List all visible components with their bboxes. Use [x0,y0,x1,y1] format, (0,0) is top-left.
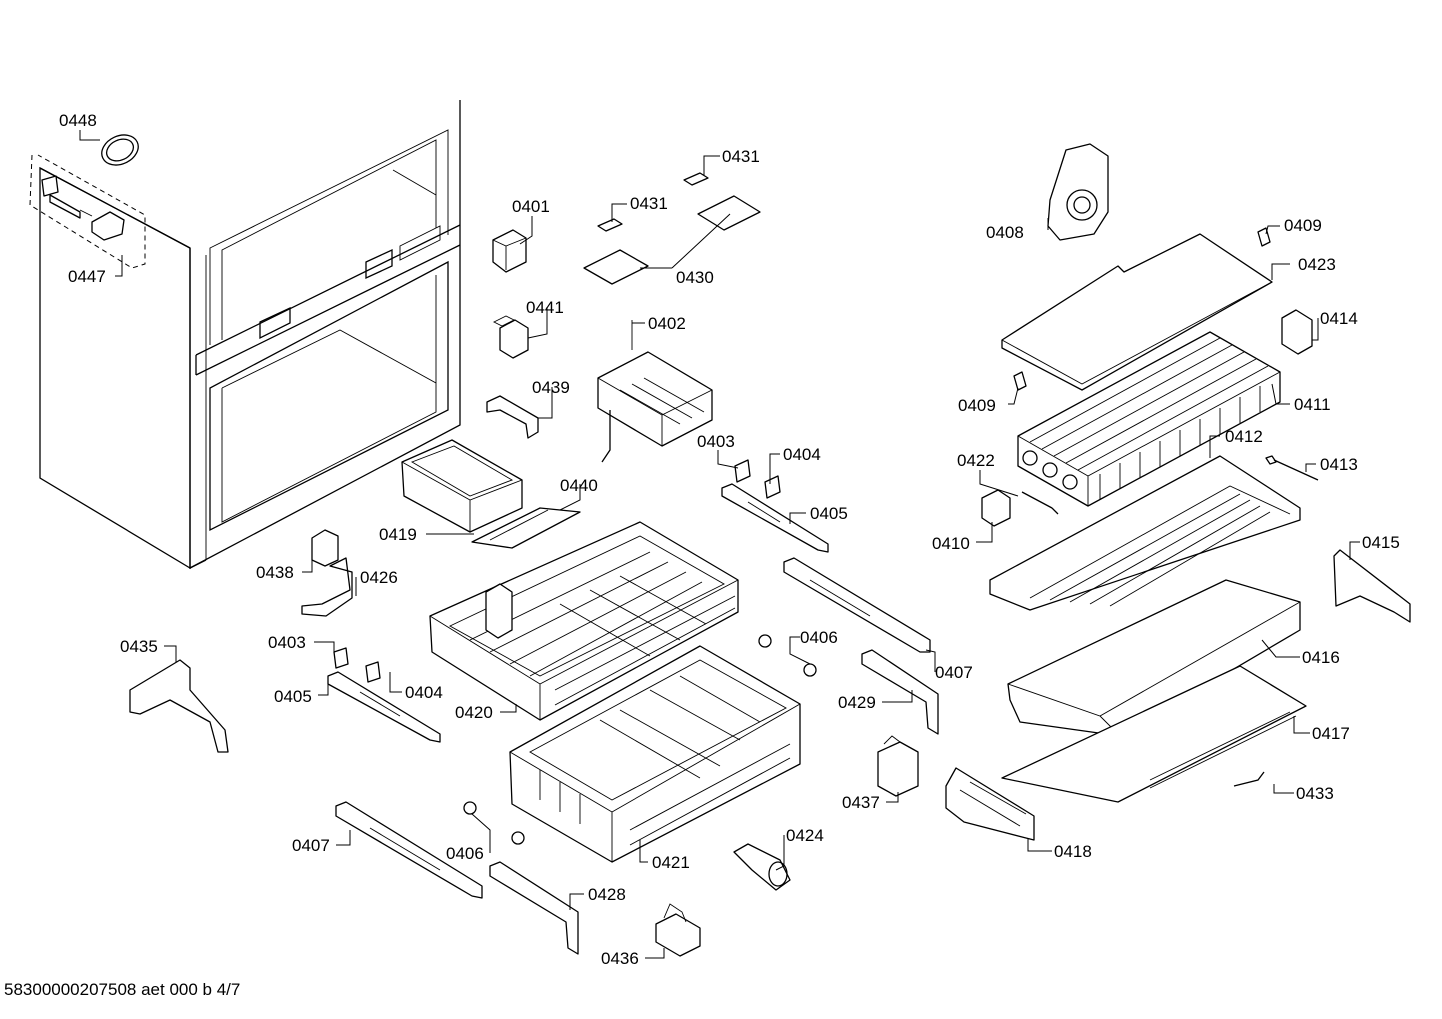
part-label: 0413 [1320,455,1358,474]
part-label: 0406 [800,628,838,647]
part-label: 0403 [697,432,735,451]
part-label: 0402 [648,314,686,333]
part-label: 0438 [256,563,294,582]
hinge-parts-drawing [29,134,146,269]
drawing-number: 58300000207508 aet 000 b 4/7 [4,980,241,999]
part-label: 0441 [526,298,564,317]
part-label: 0423 [1298,255,1336,274]
evap-small-parts-drawing [981,309,1313,527]
part-label: 0403 [268,633,306,652]
part-label: 0404 [783,445,821,464]
part-labels: 0448 0447 0401 0431 0431 0430 0408 0409 … [59,111,1400,968]
part-label: 0417 [1312,724,1350,743]
fan-housing-drawing [1047,143,1271,247]
part-label: 0437 [842,793,880,812]
small-parts-top [486,172,761,439]
part-label: 0428 [588,885,626,904]
part-label: 0436 [601,949,639,968]
part-label: 0412 [1225,427,1263,446]
evaporator-coil-drawing [1017,331,1281,507]
part-label: 0421 [652,853,690,872]
part-label: 0406 [446,844,484,863]
part-label: 0419 [379,525,417,544]
part-label: 0431 [630,194,668,213]
part-label: 0420 [455,703,493,722]
part-label: 0414 [1320,309,1358,328]
part-label: 0405 [274,687,312,706]
part-label: 0430 [676,268,714,287]
tray-plate-drawing [1001,665,1307,803]
part-label: 0416 [1302,648,1340,667]
part-label: 0433 [1296,784,1334,803]
damper-parts-drawing [655,735,919,957]
part-label: 0447 [68,267,106,286]
ice-maker-drawing [597,320,713,463]
grille-drawing [945,767,1035,841]
part-label: 0431 [722,147,760,166]
part-label: 0424 [786,826,824,845]
part-label: 0401 [512,197,550,216]
cabinet-drawing [39,100,461,570]
part-label: 0404 [405,683,443,702]
part-label: 0408 [986,223,1024,242]
side-bracket-drawing [1333,549,1411,623]
part-label: 0409 [1284,216,1322,235]
part-label: 0407 [292,836,330,855]
part-label: 0429 [838,693,876,712]
drip-tray-drawing [989,455,1319,611]
leader-lines [79,130,1360,959]
lower-basket-drawing [509,645,801,863]
part-label: 0410 [932,534,970,553]
part-label: 0411 [1294,395,1331,414]
part-label: 0426 [360,568,398,587]
part-label: 0407 [935,663,973,682]
part-label: 0405 [810,504,848,523]
ice-bin-drawing [401,439,581,549]
evaporator-cover-drawing [1001,233,1273,391]
left-brackets-drawing [129,529,353,753]
rails-drawing [327,459,939,955]
part-label: 0409 [958,396,996,415]
part-label: 0439 [532,378,570,397]
part-label: 0422 [957,451,995,470]
part-label: 0440 [560,476,598,495]
part-label: 0415 [1362,533,1400,552]
upper-basket-drawing [429,521,739,721]
part-label: 0435 [120,637,158,656]
part-label: 0418 [1054,842,1092,861]
part-label: 0448 [59,111,97,130]
